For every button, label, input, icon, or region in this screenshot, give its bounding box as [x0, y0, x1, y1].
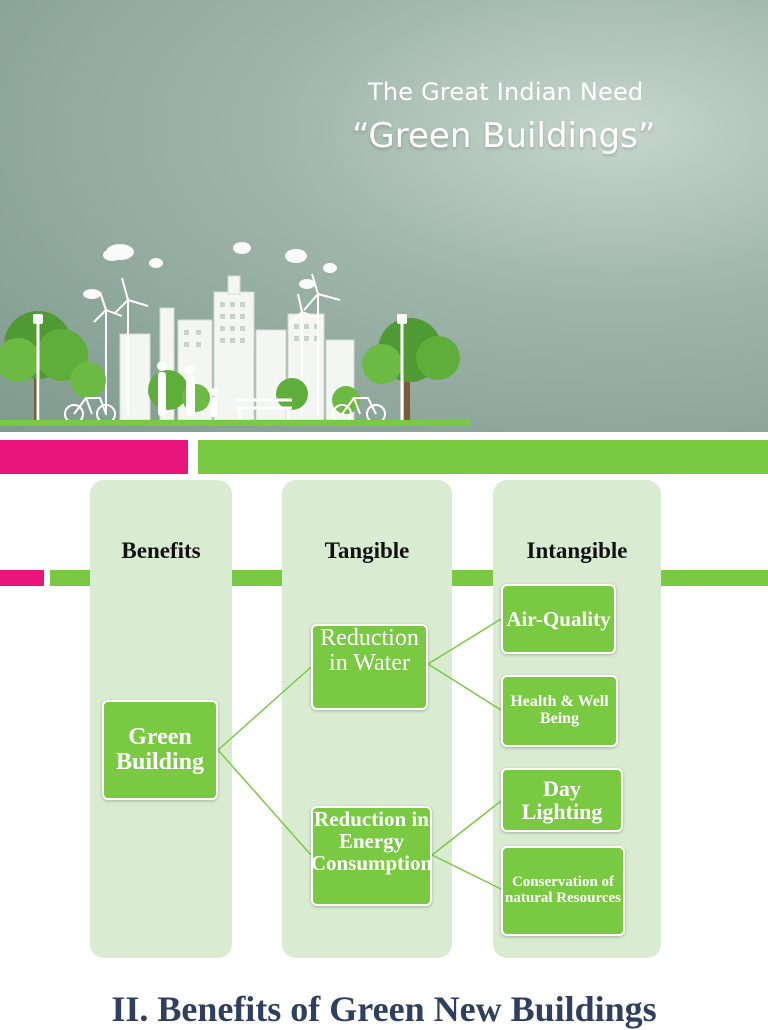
building-windows — [184, 302, 319, 347]
separator-line — [0, 432, 768, 436]
connector-water-health — [427, 663, 502, 711]
connector-water-air — [427, 618, 502, 665]
health-node: Health & Well Being — [501, 675, 618, 747]
green-building-node: Green Building — [102, 700, 218, 800]
hero-kicker: The Great Indian Need — [368, 78, 644, 106]
air-quality-node: Air-Quality — [501, 584, 616, 654]
cloud-icons — [83, 242, 337, 299]
family-icon — [157, 361, 218, 417]
reduction-water-node: Reduction in Water — [311, 624, 428, 710]
conservation-node: Conservation of natural Resources — [501, 846, 625, 936]
benefits-heading: Benefits — [121, 538, 201, 563]
slide-footer-title: II. Benefits of Green New Buildings — [111, 989, 657, 1029]
bench-icon — [236, 398, 292, 422]
hero-banner: The Great Indian Need “Green Buildings” — [0, 0, 768, 432]
reduction-energy-node: Reduction in Energy Consumption — [311, 806, 432, 906]
intangible-heading: Intangible — [526, 538, 628, 563]
eco-city-illustration — [0, 242, 470, 426]
tangible-heading: Tangible — [324, 538, 410, 563]
accent-stripe-pink — [0, 440, 188, 474]
grass-strip — [0, 420, 470, 426]
street-lamp-icons — [36, 320, 404, 422]
connector-energy-conservation — [431, 854, 502, 890]
connector-building-energy — [217, 749, 312, 856]
accent-stripe-green — [198, 440, 768, 474]
hero-title: “Green Buildings” — [352, 116, 656, 156]
connector-building-water — [217, 666, 312, 751]
day-lighting-node: Day Lighting — [501, 768, 623, 832]
connector-energy-daylight — [431, 800, 502, 856]
accent-band-pink — [0, 570, 44, 586]
